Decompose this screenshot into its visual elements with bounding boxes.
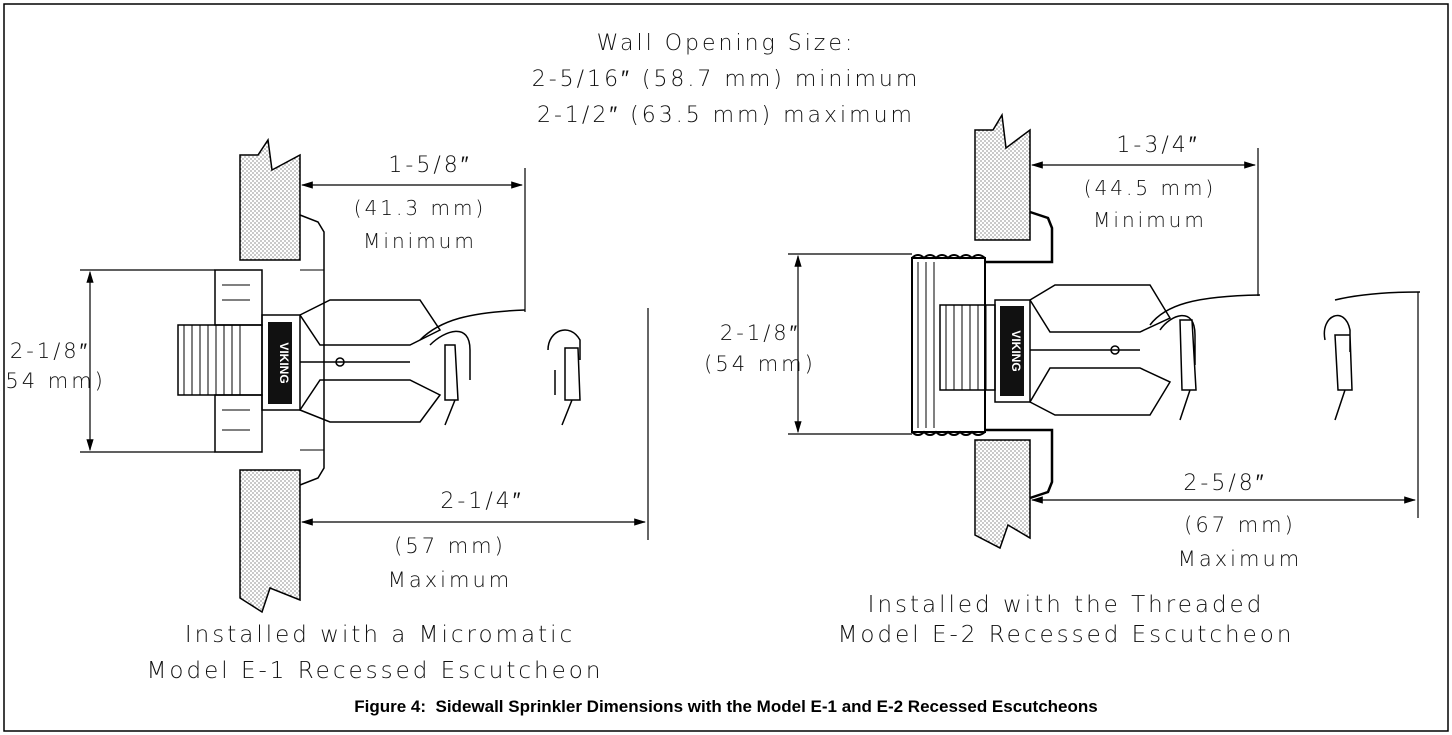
- right-wall-lower: [974, 439, 1031, 550]
- left-dim-top-value: 1-5/8″: [388, 153, 471, 178]
- left-dim-height-metric: (54 mm): [0, 369, 106, 393]
- right-wall-upper: [974, 112, 1031, 241]
- right-dim-bottom-qualifier: Maximum: [1178, 547, 1302, 571]
- left-dim-bottom-metric: (57 mm): [394, 534, 506, 558]
- right-caption-line2: Model E-2 Recessed Escutcheon: [838, 622, 1295, 648]
- right-dim-height-metric: (54 mm): [704, 352, 816, 376]
- right-brand-text: VIKING: [1009, 330, 1023, 371]
- wall-opening-max: 2-1/2″ (63.5 mm) maximum: [537, 103, 915, 128]
- right-collar: [911, 257, 986, 433]
- right-escutcheon: [985, 210, 1054, 500]
- left-skirt: [214, 269, 263, 453]
- right-deflector: [1149, 294, 1261, 421]
- right-dim-top-metric: (44.5 mm): [1084, 176, 1216, 200]
- right-frame-arms: [1028, 284, 1172, 416]
- left-frame-arms: [298, 299, 442, 423]
- left-thread: [177, 324, 263, 396]
- left-dim-bottom-qualifier: Maximum: [388, 568, 512, 592]
- left-dim-height-value: 2-1/8″: [10, 339, 90, 363]
- left-caption-line2: Model E-1 Recessed Escutcheon: [147, 658, 604, 684]
- left-dim-bottom-value: 2-1/4″: [440, 489, 523, 514]
- left-wall-upper: [239, 137, 301, 261]
- left-dim-top-metric: (41.3 mm): [354, 196, 486, 220]
- right-assembly: VIKING: [788, 112, 1421, 550]
- figure-frame: [3, 3, 1449, 732]
- left-assembly: VIKING: [80, 137, 649, 614]
- left-caption-line1: Installed with a Micromatic: [185, 622, 575, 648]
- left-dim-top-qualifier: Minimum: [363, 229, 477, 253]
- left-deflector: [419, 309, 526, 426]
- right-thread: [939, 304, 996, 391]
- right-dim-height-value: 2-1/8″: [720, 321, 800, 345]
- left-brand-text: VIKING: [277, 342, 291, 383]
- left-deflector-max: [547, 329, 581, 426]
- left-escutcheon: [299, 214, 325, 486]
- figure-caption: Figure 4: Sidewall Sprinkler Dimensions …: [354, 697, 1097, 716]
- wall-opening-title: Wall Opening Size:: [597, 31, 856, 56]
- right-dim-top-qualifier: Minimum: [1093, 208, 1207, 232]
- left-wall-lower: [239, 469, 301, 614]
- right-dim-bottom-metric: (67 mm): [1184, 513, 1296, 537]
- right-caption-line1: Installed with the Threaded: [868, 592, 1265, 618]
- right-deflector-max: [1323, 314, 1353, 421]
- right-dim-top-value: 1-3/4″: [1116, 133, 1199, 158]
- right-dim-bottom-value: 2-5/8″: [1183, 471, 1266, 496]
- wall-opening-min: 2-5/16″ (58.7 mm) minimum: [532, 67, 921, 92]
